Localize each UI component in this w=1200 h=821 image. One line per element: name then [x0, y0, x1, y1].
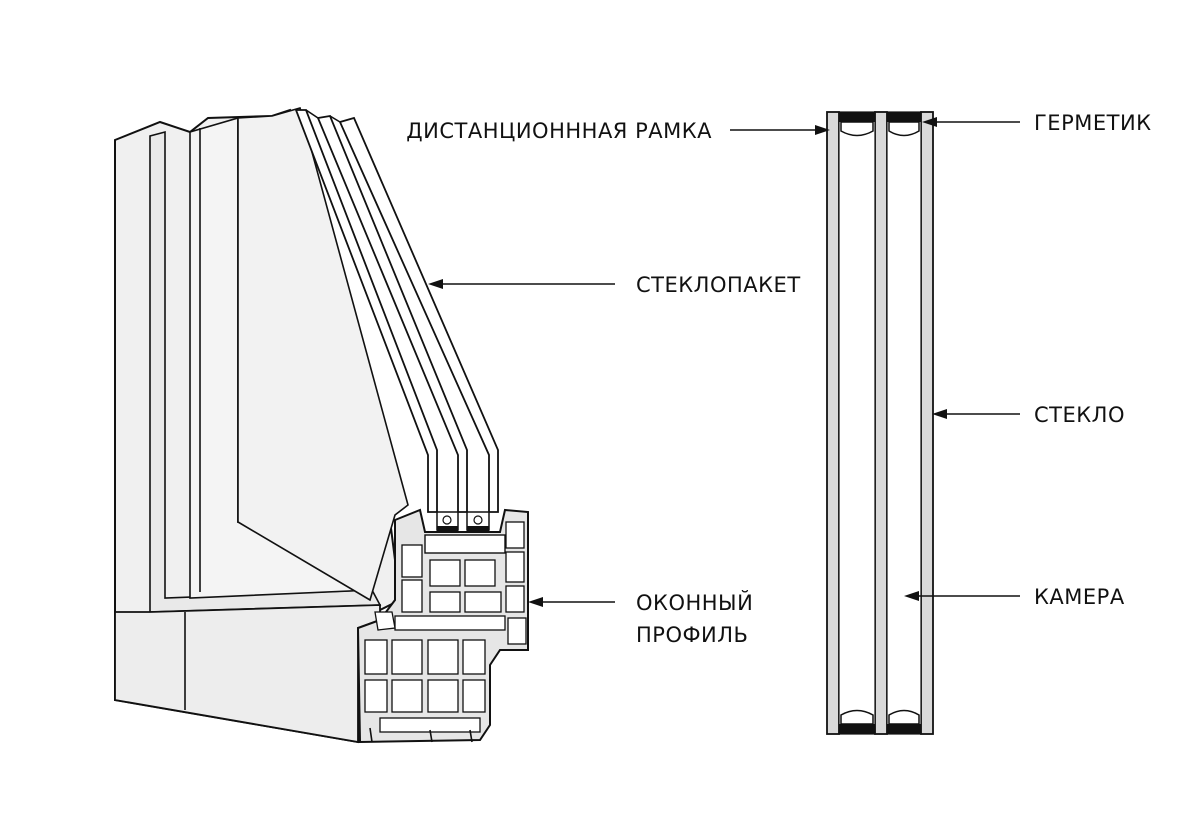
sealant-top-left — [839, 112, 875, 122]
callout-sealant — [922, 117, 1020, 127]
window-profile-section — [356, 508, 529, 744]
spacer-top-right — [888, 121, 920, 137]
window-frame-corner — [114, 107, 409, 744]
label-chamber: КАМЕРА — [1034, 585, 1125, 609]
glass-unit — [294, 109, 499, 532]
callout-chamber — [904, 591, 1020, 601]
spacer-bottom-left — [840, 709, 874, 725]
glass-section-middle — [874, 111, 888, 735]
label-spacer-frame: ДИСТАНЦИОНННАЯ РАМКА — [406, 119, 712, 143]
label-glass: СТЕКЛО — [1034, 403, 1125, 427]
sealant-bottom-left — [839, 724, 875, 734]
glass-pane-3 — [338, 116, 499, 513]
sealant-top-right — [887, 112, 921, 122]
callout-glass-unit — [428, 279, 615, 289]
glass-section-left — [826, 111, 840, 735]
frame-bottom-face — [114, 604, 381, 744]
spacer-top-left — [840, 121, 874, 137]
label-glass-unit: СТЕКЛОПАКЕТ — [636, 273, 801, 297]
label-profile-line2: ПРОФИЛЬ — [636, 623, 748, 647]
sealant-bottom-right — [887, 724, 921, 734]
chamber-left — [838, 111, 876, 735]
glass-section-right — [920, 111, 934, 735]
glass-unit-section — [826, 111, 934, 735]
callout-spacer-frame — [730, 125, 830, 135]
label-profile-line1: ОКОННЫЙ — [636, 590, 753, 615]
sash-face — [237, 107, 409, 602]
label-sealant: ГЕРМЕТИК — [1034, 111, 1152, 135]
callout-glass — [932, 409, 1020, 419]
spacer-bottom-right — [888, 709, 920, 725]
chamber-right — [886, 111, 922, 735]
callout-profile — [528, 597, 615, 607]
